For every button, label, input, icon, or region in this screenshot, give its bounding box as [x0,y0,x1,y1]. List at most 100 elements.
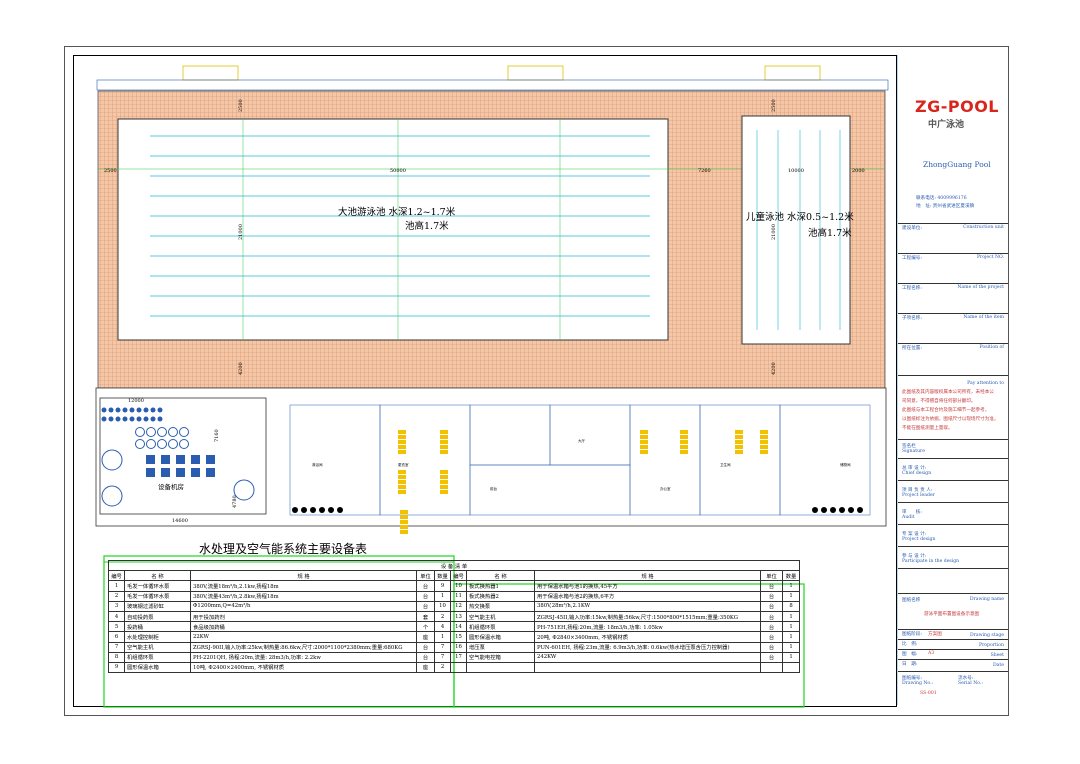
filter-symbol [168,427,178,437]
equipment-room-label: 设备机房 [158,482,184,491]
pump-symbol [108,416,114,422]
room-label-office: 办公室 [660,486,671,491]
table-cell: 4 [108,610,125,623]
table-cell: 机组循环泵 [466,621,535,633]
table-cell: 个 [416,621,435,633]
table-cell [534,661,761,674]
pump-symbol [101,416,107,422]
table-header: 单位 [416,570,435,582]
table-cell: 台 [760,651,783,663]
table-header: 编号 [108,570,125,582]
toilet-symbol [830,507,836,513]
locker-symbol [440,435,448,439]
field-label-en: Name of the project [957,285,1004,290]
locker-symbol [680,440,688,444]
note-line: 此图纸及其内容版权属本公司所有，未经本公 [902,390,994,395]
kids-pool-label: 儿童泳池 水深0.5~1.2米 [746,211,854,223]
table-cell: 7 [108,641,125,653]
heatpump-symbol [191,468,200,477]
pump-symbol [115,407,121,413]
table-cell: 水处理控制柜 [124,631,191,643]
heatpump-symbol [146,455,155,464]
table-cell: 380V,流量43m³/h,2.8kw,扬程18m [190,590,417,602]
contact-phone: 联系电话: 4009996176 [916,196,967,201]
table-header: 名 称 [466,570,535,582]
table-cell: 15 [450,631,467,643]
serial-en: Serial No.: [958,681,983,686]
table-cell: 1 [782,580,800,592]
table-header: 单位 [760,570,783,582]
company-name: ZhongGuang Pool [923,160,991,169]
role-label-en: Participate in the design [902,559,960,564]
table-cell: Φ1200mm,Q=42m³/h [190,600,417,612]
room-label-storage: 储物间 [840,462,851,467]
table-cell: 台 [416,600,435,612]
table-cell: 用于保温水箱与池2的换热,6平方 [534,590,761,602]
dim-kid-width: 21000 [771,224,777,240]
table-cell: 用于保温水箱与池1的换热,45平方 [534,580,761,592]
locker-symbol [735,430,743,434]
top-door-strip [182,65,821,81]
table-cell: 380V,28m³/h,2.1KW [534,600,761,612]
pump-symbol [108,407,114,413]
role-label: 专 案 设 计: [902,532,927,537]
locker-symbol [398,440,406,444]
table-cell [450,661,467,674]
heatpump-symbol [161,468,170,477]
table-cell: ZGRSJ-45II,输入功率:15kw,制热量:56kw,尺寸:1500*80… [534,610,761,623]
company-logo: ZG-POOL [915,97,999,116]
table-cell: 2 [108,590,125,602]
table-cell: 1 [108,580,125,592]
locker-symbol [640,435,648,439]
table-header: 数量 [434,570,451,582]
table-cell: 台 [760,621,783,633]
table-cell: PUN-601EH, 扬程:23m,流量: 6.9m3/h,功率: 0.6kw(… [534,641,761,653]
locker-symbol [400,510,408,514]
dim-bottom-margin: 4200 [238,362,244,375]
table-cell: 圆形保温水箱 [124,661,191,674]
table-cell [760,661,783,674]
pump-symbol [136,416,142,422]
table-cell: 10 [450,580,467,592]
locker-symbol [400,515,408,519]
locker-symbol [735,445,743,449]
sheet-label: 图 幅: [902,652,918,657]
table-cell: 10 [434,600,451,612]
dim-kid-bottom: 4200 [771,362,777,375]
table-cell: 台 [760,600,783,612]
heatpump-symbol [191,455,200,464]
title-block: ZG-POOL 中广泳池 ZhongGuang Pool 联系电话: 40099… [897,55,1008,705]
dim-gap: 7260 [698,168,711,174]
equipment-table-title: 水处理及空气能系统主要设备表 [199,542,368,556]
table-cell [782,661,800,674]
table-cell: 242KW [534,651,761,663]
note-line: 以图纸标注为依据，图纸尺寸以现场尺寸为准， [902,417,999,422]
dim-room-h: 7160 [214,429,220,442]
role-label: 项 目 负 责 人: [902,488,933,493]
table-cell: 6 [108,631,125,643]
tank-symbol [101,449,123,471]
pump-symbol [157,416,163,422]
table-cell: 座 [416,661,435,674]
table-caption: 设 备 清 单 [108,559,800,572]
table-cell: 投药桶 [124,621,191,633]
role-label-en: Project design [902,537,936,542]
table-header: 名 称 [124,570,191,582]
drawing-no-en: Drawing No.: [902,681,934,686]
field-label: 建设单位: [902,226,922,231]
table-cell: 板式换热器1 [466,580,535,592]
dim-length: 50000 [390,168,406,174]
drawing-name-label: 图纸名称 [902,598,921,603]
table-cell: 8 [108,651,125,663]
tank-symbol [233,479,255,501]
pump-symbol [157,407,163,413]
table-cell: 8 [782,600,800,612]
table-cell: 台 [760,580,783,592]
filter-symbol [179,439,189,449]
pump-symbol [122,416,128,422]
note-line: 此图纸与本工程合约及施工细节一起参考， [902,408,990,413]
